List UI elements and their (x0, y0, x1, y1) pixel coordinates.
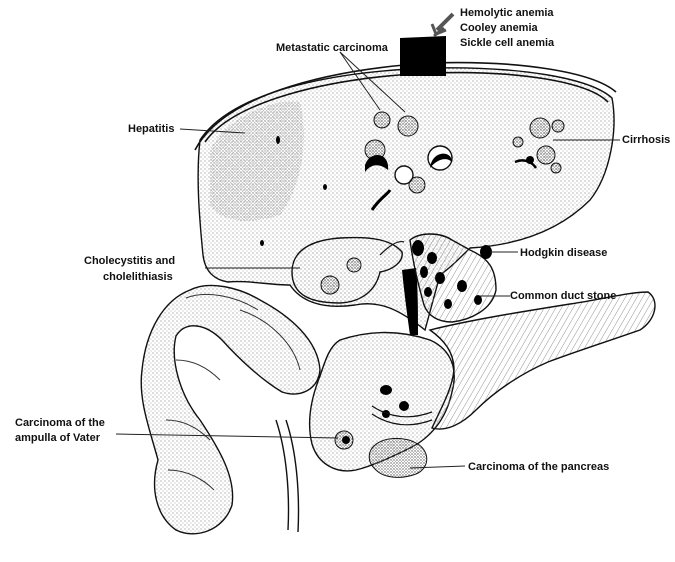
label-ampulla-line2: ampulla of Vater (15, 432, 101, 444)
label-hodgkin-disease: Hodgkin disease (520, 247, 607, 259)
label-sickle-cell-anemia: Sickle cell anemia (460, 37, 555, 49)
label-cholecystitis-line1: Cholecystitis and (84, 255, 175, 267)
label-cooley-anemia: Cooley anemia (460, 22, 539, 34)
label-cholecystitis-line2: cholelithiasis (103, 271, 173, 283)
inferior-vena-cava (400, 14, 453, 76)
label-metastatic-carcinoma: Metastatic carcinoma (276, 42, 389, 54)
label-carcinoma-of-pancreas: Carcinoma of the pancreas (468, 461, 609, 473)
label-ampulla-line1: Carcinoma of the (15, 417, 105, 429)
label-cirrhosis: Cirrhosis (622, 134, 670, 146)
label-common-duct-stone: Common duct stone (510, 290, 616, 302)
colon (141, 285, 320, 533)
label-hepatitis: Hepatitis (128, 123, 174, 135)
pancreatic-tumor (369, 438, 427, 477)
label-hemolytic-anemia: Hemolytic anemia (460, 7, 554, 19)
